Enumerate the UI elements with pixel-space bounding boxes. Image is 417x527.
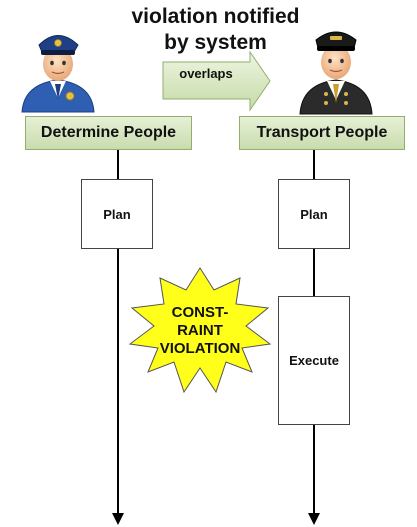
police-officer-icon: [21, 35, 95, 113]
right-plan-label: Plan: [300, 206, 328, 222]
left-plan-box: Plan: [81, 179, 153, 249]
left-plan-label: Plan: [103, 206, 131, 222]
right-plan-box: Plan: [278, 179, 350, 249]
overlaps-arrow: [162, 50, 271, 112]
overlaps-label: overlaps: [179, 66, 233, 81]
right-execute-label: Execute: [289, 353, 339, 368]
lane-header-transport-people: Transport People: [239, 116, 405, 150]
burst-line-3: VIOLATION: [159, 340, 241, 357]
constraint-violation-label: CONST- RAINT VIOLATION: [140, 304, 260, 358]
diagram-title: violation notified by system: [108, 4, 323, 56]
right-execute-box: Execute: [278, 296, 350, 425]
constraint-violation-burst: [128, 267, 272, 394]
conductor-icon: [299, 31, 373, 115]
burst-line-2: RAINT: [177, 322, 223, 339]
lifeline-right-arrowhead: [308, 513, 320, 525]
lane-header-determine-people: Determine People: [25, 116, 192, 150]
title-line-1: violation notified: [131, 5, 300, 28]
lifeline-left-arrowhead: [112, 513, 124, 525]
burst-line-1: CONST-: [171, 304, 229, 321]
title-line-2: by system: [164, 31, 267, 54]
